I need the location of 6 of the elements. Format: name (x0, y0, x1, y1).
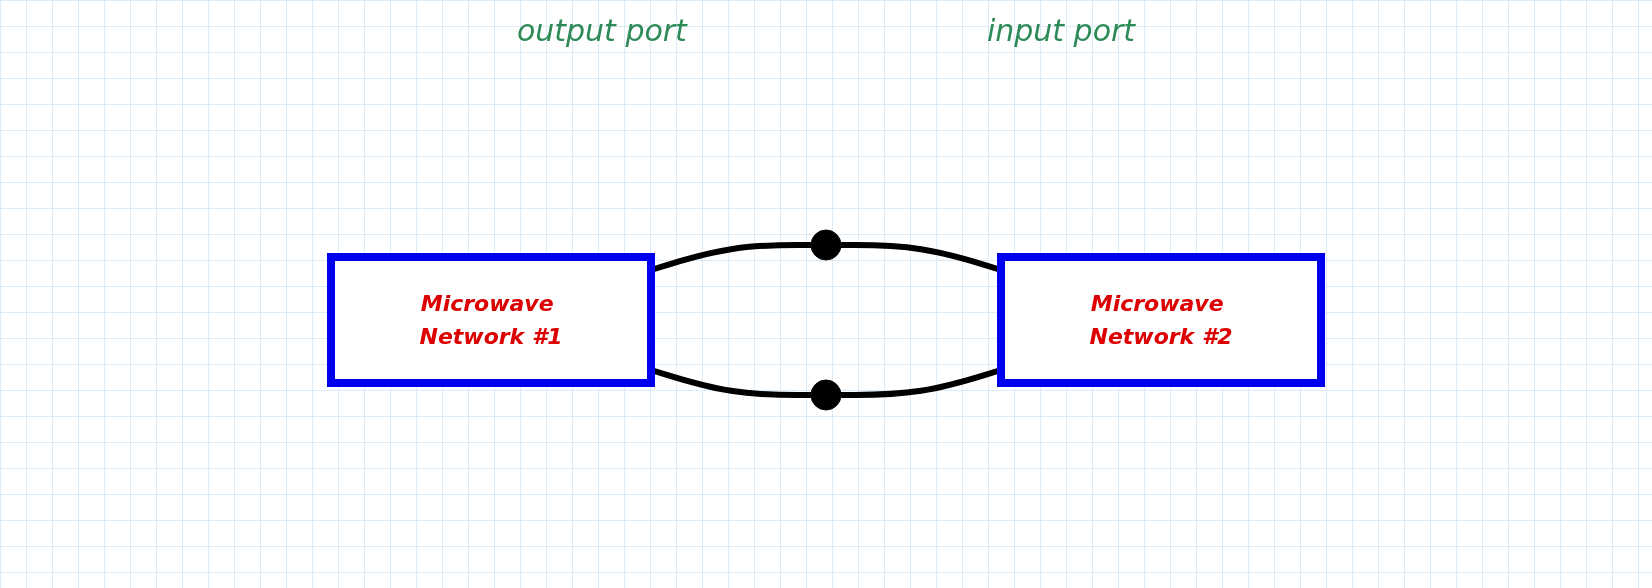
node-box: Microwave Network #1 (327, 253, 655, 387)
port-label: input port (986, 12, 1136, 48)
node-circle (810, 379, 842, 411)
port-label: output port (516, 12, 687, 48)
node-circle (810, 229, 842, 261)
node-box: Microwave Network #2 (997, 253, 1325, 387)
